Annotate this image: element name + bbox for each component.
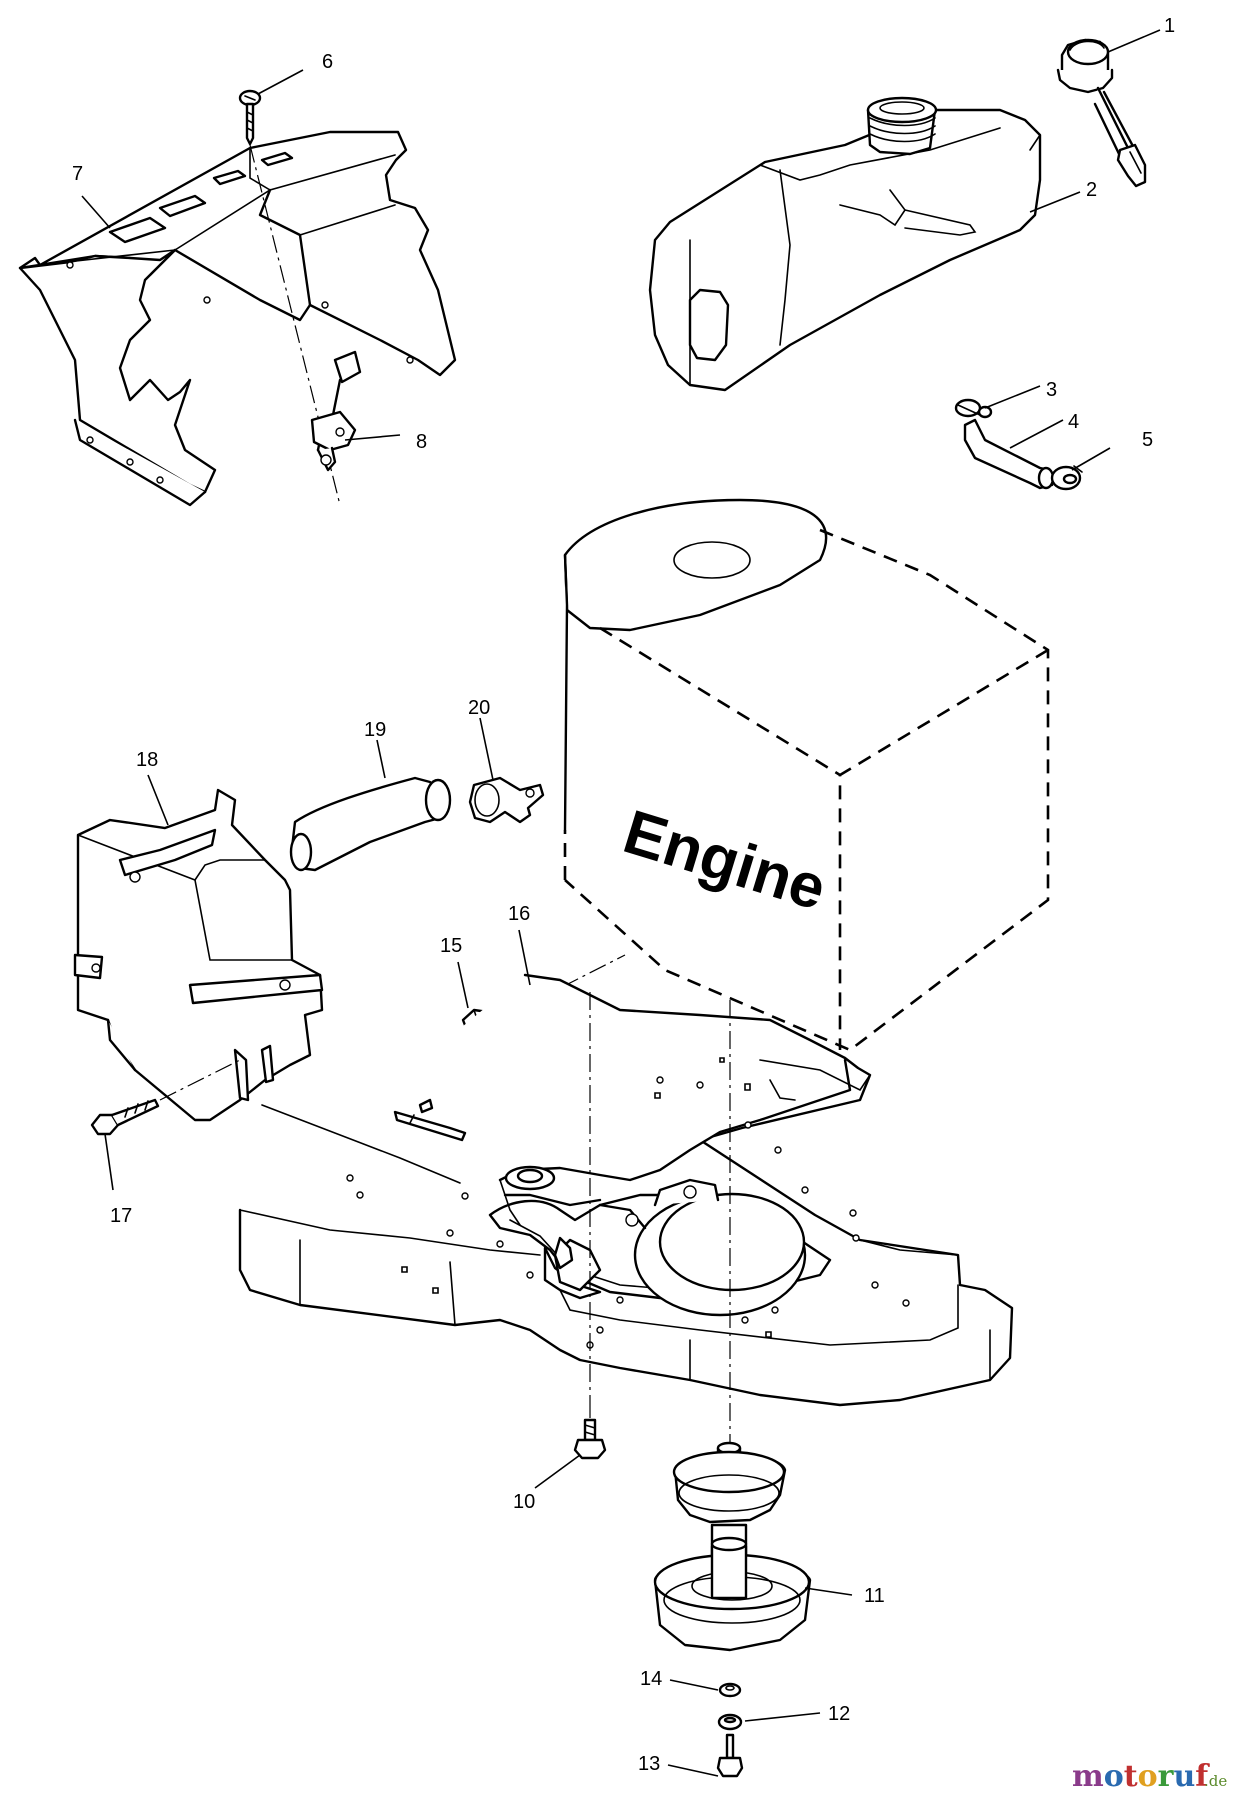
callout-labels: 1 2 3 4 5 6 7 8 10 11 12 13 14 15 16 17 … [72,15,1175,1775]
callout-8: 8 [416,431,427,453]
watermark-letter: m [1072,1759,1104,1794]
watermark-letter: r [1158,1759,1175,1794]
callout-14: 14 [640,1668,662,1690]
callout-10: 10 [513,1491,535,1513]
watermark-letter: t [1124,1759,1138,1794]
lock-washer-part-12 [717,1713,743,1731]
callout-16: 16 [508,903,530,925]
throttle-control-part-8 [310,350,362,472]
watermark-letter: o [1104,1759,1124,1794]
callout-20: 20 [468,697,490,719]
frame-plate [238,973,1014,1407]
callout-11: 11 [864,1585,885,1607]
svg-text:motoruf: motoruf [1072,1759,1210,1794]
fuel-tank-part-2 [648,96,1042,392]
callout-18: 18 [136,749,158,771]
hose-clamp-part-5 [1050,465,1083,491]
hose-clamp-part-3 [954,398,993,419]
callout-5: 5 [1142,429,1153,451]
heat-shield-part-18 [73,788,324,1122]
engine-label: Engine [616,797,834,923]
callout-19: 19 [364,719,386,741]
callout-12: 12 [828,1703,850,1725]
bolt-part-10 [573,1418,607,1460]
callout-6: 6 [322,51,333,73]
hose-part-19 [289,776,452,872]
callout-7: 7 [72,163,83,185]
callout-17: 17 [110,1205,132,1227]
callout-13: 13 [638,1753,660,1775]
engine-outline: Engine [563,498,1050,1052]
screw-part-6 [238,89,262,146]
pulley-part-11 [653,1441,812,1652]
dash-panel-part-7 [18,130,457,507]
leader-lines [81,29,1161,1777]
watermark-letter: o [1138,1759,1158,1794]
callout-4: 4 [1068,411,1079,433]
washer-part-14 [718,1682,742,1698]
callout-3: 3 [1046,379,1057,401]
watermark-letter: u [1173,1759,1195,1794]
callout-1: 1 [1164,15,1175,37]
clamp-part-20 [468,776,545,824]
bolt-part-13 [716,1733,744,1778]
fuel-line-part-4 [963,418,1055,490]
watermark-letter: f [1195,1759,1210,1794]
motoruf-watermark-logo: motoruf .de [1072,1759,1227,1794]
bolt-part-17 [90,1098,160,1136]
watermark-suffix: .de [1204,1772,1227,1790]
callout-2: 2 [1086,179,1097,201]
fuel-cap-part-1 [1056,38,1147,188]
callout-15: 15 [440,935,462,957]
